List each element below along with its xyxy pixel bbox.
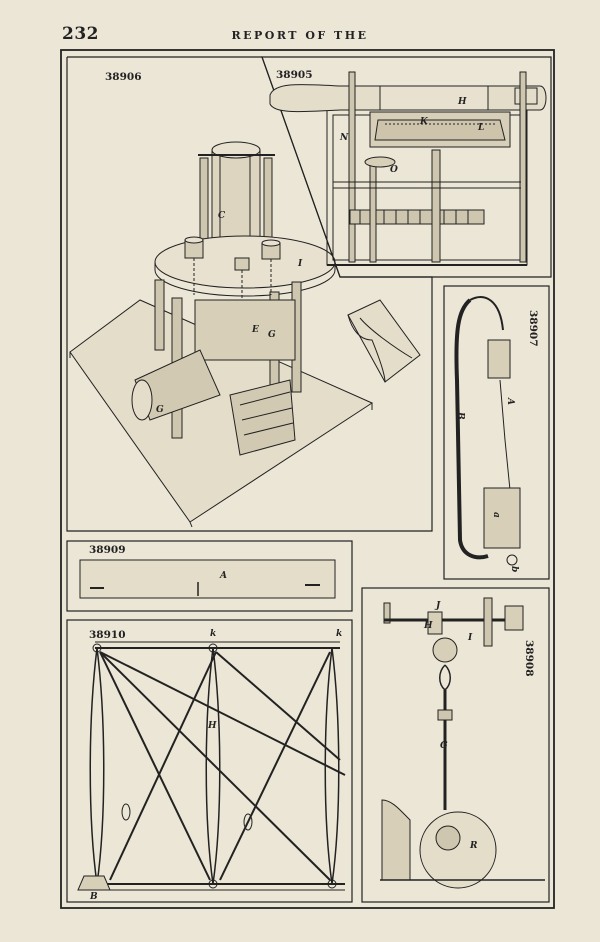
figure-38908-letter-j: J: [434, 601, 441, 611]
figure-38910-letter-h: H: [207, 721, 217, 731]
figure-number-38907: 38907: [527, 310, 539, 347]
figure-38909-panel: [66, 540, 353, 612]
figure-38908-letter-h: H: [423, 621, 433, 631]
figure-number-38910: 38910: [89, 629, 126, 641]
figure-38908-panel: [361, 587, 550, 903]
page-number: 232: [62, 24, 99, 44]
figure-38908-letter-r: R: [469, 841, 478, 851]
figure-number-38908: 38908: [523, 640, 535, 677]
detail-g-clamp: [347, 299, 421, 383]
figure-38907-letter-a-upper: A: [505, 397, 515, 405]
figure-38906-letter-e: E: [251, 325, 259, 335]
figure-38906-letter-g-lower: G: [156, 405, 164, 415]
figure-38910-panel: [66, 619, 353, 903]
figure-38906-letter-g-upper: G: [268, 330, 276, 340]
figure-38908-letter-g: G: [440, 741, 448, 751]
plate-frame: [60, 49, 555, 909]
running-head: REPORT OF THE: [231, 29, 369, 42]
figure-38907-letter-b-upper: B: [455, 411, 465, 420]
figure-38910-letter-b: B: [89, 892, 98, 902]
figure-38905-letter-l: L: [477, 123, 484, 133]
figure-38910-letter-k-middle: k: [210, 629, 216, 639]
figure-38906-letter-i: I: [297, 259, 303, 269]
figure-38909-letter-a: A: [219, 571, 227, 581]
figure-38905-panel: [261, 56, 552, 278]
figure-number-38906: 38906: [105, 71, 142, 83]
figure-38907-letter-a-lower: a: [491, 512, 501, 518]
figure-number-38909: 38909: [89, 544, 126, 556]
figure-38906-panel: [66, 56, 433, 532]
figure-38908-letter-i: I: [467, 633, 473, 643]
figure-38906-letter-c: C: [218, 211, 226, 221]
figure-38907-letter-b-lower: b: [509, 566, 519, 572]
figure-number-38905: 38905: [276, 69, 313, 81]
figure-38905-letter-o: O: [390, 165, 398, 175]
figure-38905-letter-n: N: [339, 133, 349, 143]
figure-38910-letter-k-right: k: [336, 629, 342, 639]
figure-38905-letter-h: H: [457, 97, 467, 107]
figure-38905-letter-k: K: [419, 117, 429, 127]
figure-38907-panel: [443, 285, 550, 580]
